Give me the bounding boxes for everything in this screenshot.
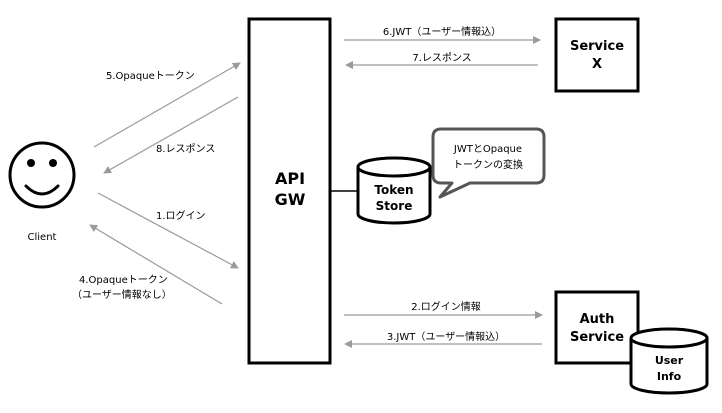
callout-text-line1: JWTとOpaque [453, 143, 522, 155]
arrow-step1 [97, 192, 239, 269]
token-store-label-line1: Token [374, 183, 413, 197]
arrow-step5 [93, 62, 241, 148]
auth-service-box [554, 290, 640, 365]
arrow-step4 [89, 224, 223, 305]
label-step3: 3.JWT（ユーザー情報込） [387, 330, 505, 343]
label-step7: 7.レスポンス [412, 52, 471, 64]
label-step2: 2.ログイン情報 [411, 300, 481, 313]
token-store-cylinder [356, 156, 432, 225]
label-step8: 8.レスポンス [156, 143, 215, 155]
label-step4-line2: （ユーザー情報なし） [72, 288, 172, 301]
service-x-label-line2: X [592, 57, 602, 72]
auth-service-label-line1: Auth [580, 312, 615, 327]
label-step5: 5.Opaqueトークン [106, 70, 195, 82]
service-x-label-line1: Service [570, 39, 624, 54]
callout-text-line2: トークンの変換 [453, 158, 523, 171]
service-x-box [554, 17, 640, 93]
api-gateway-label-line2: GW [275, 190, 306, 209]
client-face-icon [8, 141, 76, 209]
conversion-callout-bubble [431, 127, 546, 199]
user-info-label-line1: User [655, 354, 684, 367]
user-info-label-line2: Info [657, 370, 682, 383]
label-step4-line1: 4.Opaqueトークン [79, 274, 168, 286]
client-label: Client [28, 232, 57, 243]
user-info-cylinder [629, 327, 709, 395]
arrow-step8 [103, 96, 239, 174]
auth-service-label-line2: Service [570, 330, 624, 345]
token-store-label-line2: Store [376, 199, 413, 213]
label-step6: 6.JWT（ユーザー情報込） [383, 25, 501, 38]
api-gateway-box [247, 17, 332, 365]
api-gateway-label-line1: API [275, 169, 305, 188]
label-step1: 1.ログイン [156, 209, 206, 222]
